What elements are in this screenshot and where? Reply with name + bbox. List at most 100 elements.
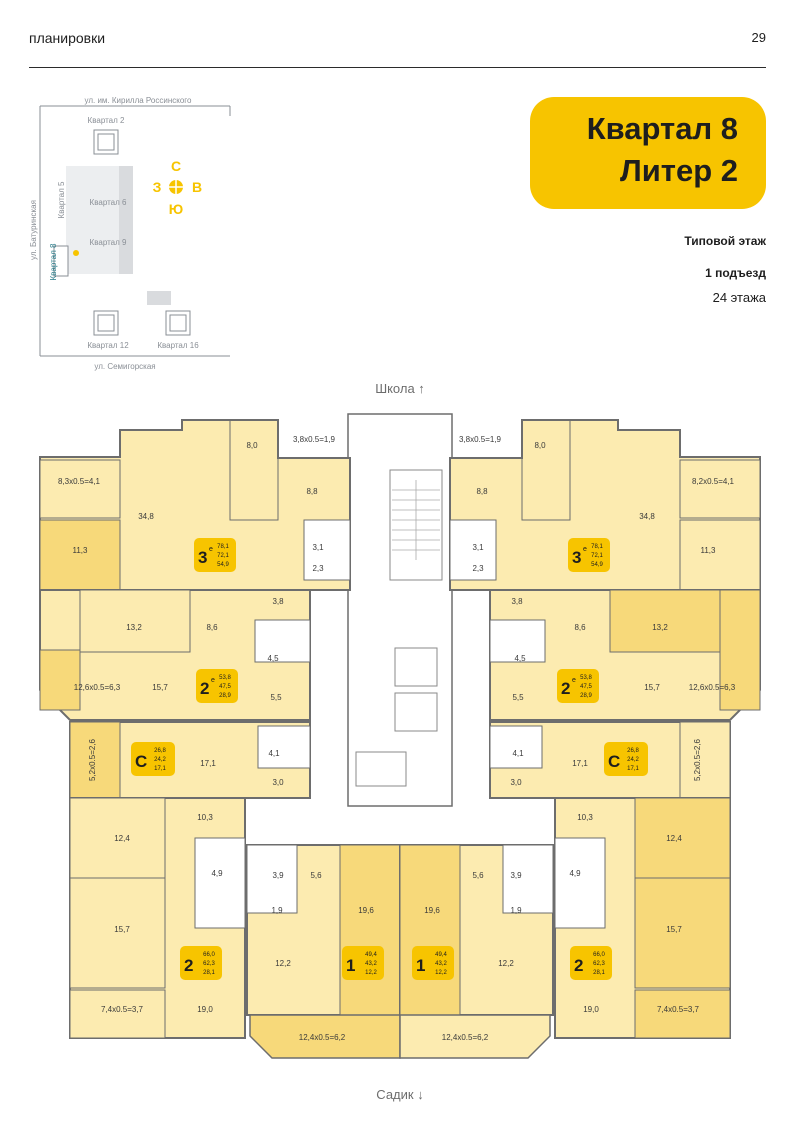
room-area: 8,0 [246,441,258,450]
block-16-shape [165,310,191,336]
elevator-1 [394,647,438,687]
room-area: 8,8 [476,487,488,496]
unit-total-area: 66,0 [593,952,605,958]
unit-total-area: 49,4 [435,952,447,958]
compass-south: Ю [169,201,183,217]
unit-label-sr: С26,824,217,1 [604,742,648,776]
unit-living-area: 28,9 [580,693,592,699]
unit-euro-mark: е [583,546,587,553]
room-area: 3,0 [272,778,284,787]
room-area: 3,1 [472,543,484,552]
unit-total-area: 53,8 [219,675,231,681]
room-area: 2,3 [472,564,484,573]
room-area: 5,5 [512,693,524,702]
unit-ml [39,589,311,721]
unit-total-area: 78,1 [591,544,603,550]
unit-living-area: 54,9 [217,562,229,568]
block-6-label: Квартал 6 [90,198,127,207]
unit-label-br: 266,062,328,1 [570,946,612,980]
badge-building: Литер 2 [619,153,738,188]
unit-bl [69,797,246,1039]
unit-euro-mark: е [211,677,215,684]
central-core [347,413,453,807]
unit-living-area: 54,9 [591,562,603,568]
block-8-label: Квартал 8 [49,243,58,280]
block-2-shape [93,129,119,155]
section-label: планировки [29,30,106,46]
unit-label-bg [131,742,175,776]
unit-area-no-balcony: 47,5 [580,684,592,690]
room-area: 15,7 [644,683,660,692]
service-room [355,751,407,787]
unit-label-bg [196,669,238,703]
unit-label-cr: 149,443,212,2 [412,946,454,980]
unit-area-no-balcony: 24,2 [154,757,166,763]
room-area: 12,2 [275,959,291,968]
unit-area-no-balcony: 43,2 [435,961,447,967]
unit-sl [69,721,311,799]
room-area: 19,6 [424,906,440,915]
street-bottom: ул. Семигорская [94,362,155,371]
current-building-marker [73,250,79,256]
compass-icon [164,175,188,199]
unit-label-bg [412,946,454,980]
block-16-annex [147,291,171,305]
block-5-label: Квартал 5 [57,181,66,218]
unit-tr [449,419,761,591]
room-area: 4,5 [267,654,279,663]
stairwell [389,469,443,581]
room-area: 19,0 [583,1005,599,1014]
unit-living-area: 28,1 [593,970,605,976]
unit-room-count: 2 [574,956,583,975]
room-area: 5,2x0.5=2,6 [693,738,702,781]
school-direction: Школа ↑ [375,381,425,396]
room-area: 2,3 [312,564,324,573]
room-area: 12,2 [498,959,514,968]
unit-label-bg [342,946,384,980]
header-divider [29,67,766,68]
unit-room-count: 1 [416,956,425,975]
unit-label-bg [194,538,236,572]
unit-living-area: 28,1 [203,970,215,976]
compass-west: З [153,179,162,195]
room-area: 8,8 [306,487,318,496]
block-5-strip [119,166,133,274]
block-12-shape [93,310,119,336]
room-area: 8,3x0.5=4,1 [58,477,101,486]
room-area: 13,2 [126,623,142,632]
unit-area-no-balcony: 43,2 [365,961,377,967]
block-6-9-area [66,166,128,274]
room-area: 3,9 [510,871,522,880]
block-9-label: Квартал 9 [90,238,127,247]
room-area: 5,2x0.5=2,6 [88,738,97,781]
unit-label-bl: 266,062,328,1 [180,946,222,980]
room-area: 10,3 [197,813,213,822]
unit-label-cl: 149,443,212,2 [342,946,384,980]
room-area: 11,3 [701,546,717,555]
room-area: 3,8 [272,597,284,606]
unit-area-no-balcony: 72,1 [591,553,603,559]
room-area: 15,7 [114,925,130,934]
unit-br [554,797,731,1039]
block-16-label: Квартал 16 [157,341,199,350]
unit-mr [489,589,761,721]
unit-room-count: 3 [198,548,207,567]
compass-north: С [171,158,181,174]
unit-area-no-balcony: 62,3 [203,961,215,967]
room-area: 8,0 [534,441,546,450]
room-area: 15,7 [666,925,682,934]
room-area: 3,8x0.5=1,9 [293,435,336,444]
room-area: 17,1 [572,759,588,768]
room-area: 5,5 [270,693,282,702]
room-area: 4,5 [514,654,526,663]
room-area: 4,9 [569,869,581,878]
block-2-label: Квартал 2 [88,116,125,125]
block-12-label: Квартал 12 [87,341,129,350]
room-area: 12,6x0.5=6,3 [74,683,121,692]
